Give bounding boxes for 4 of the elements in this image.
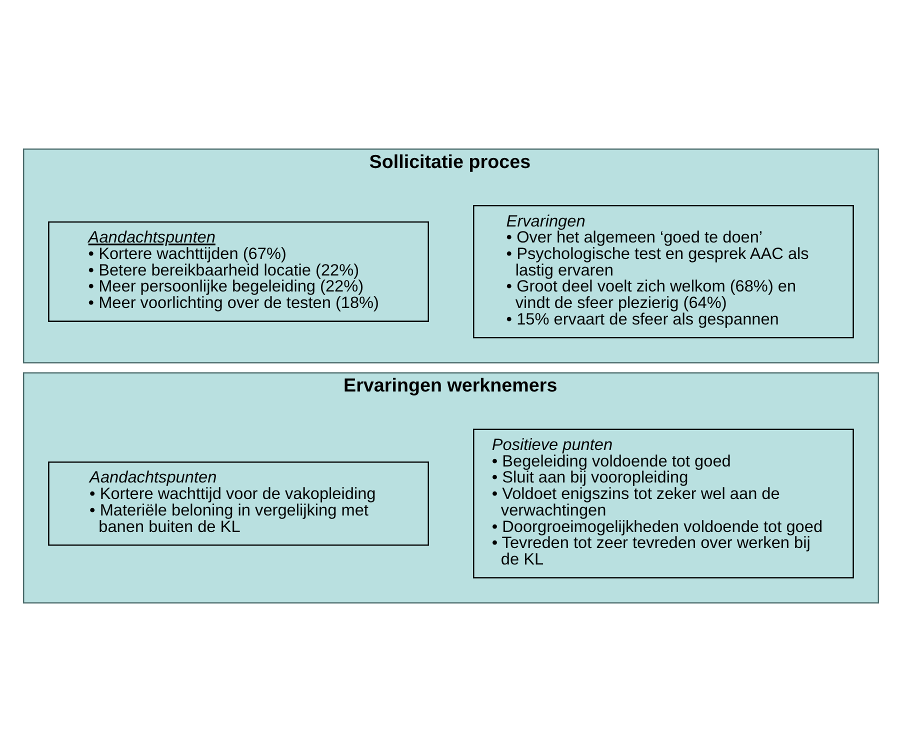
- node-box: Ervaringen • Over het algemeen ‘goed te doen’ • Psychologische test en gesprek AAC als lastig ervaren • Groot deel voelt zich welkom (68%) en vindt de sfeer plezierig (64%) • 15% ervaart de sfeer als gespannen: [473, 204, 854, 338]
- node-box: Positieve punten • Begeleiding voldoende tot goed • Sluit aan bij vooropleiding • Voldoet enigszins tot zeker wel aan de verwachtingen • Doorgroeimogelijkheden voldoende tot goed • Tevreden tot zeer tevreden over werken bij de KL: [473, 428, 854, 578]
- node-box: Aandachtspunten • Kortere wachttijd voor de vakopleiding • Materiële beloning in vergelijking met banen buiten de KL: [48, 460, 429, 546]
- node-box: Aandachtspunten • Kortere wachttijden (67%) • Betere bereikbaarheid locatie (22%) • Meer persoonlijke begeleiding (22%) • Meer voorlichting over de testen (18%): [48, 220, 429, 322]
